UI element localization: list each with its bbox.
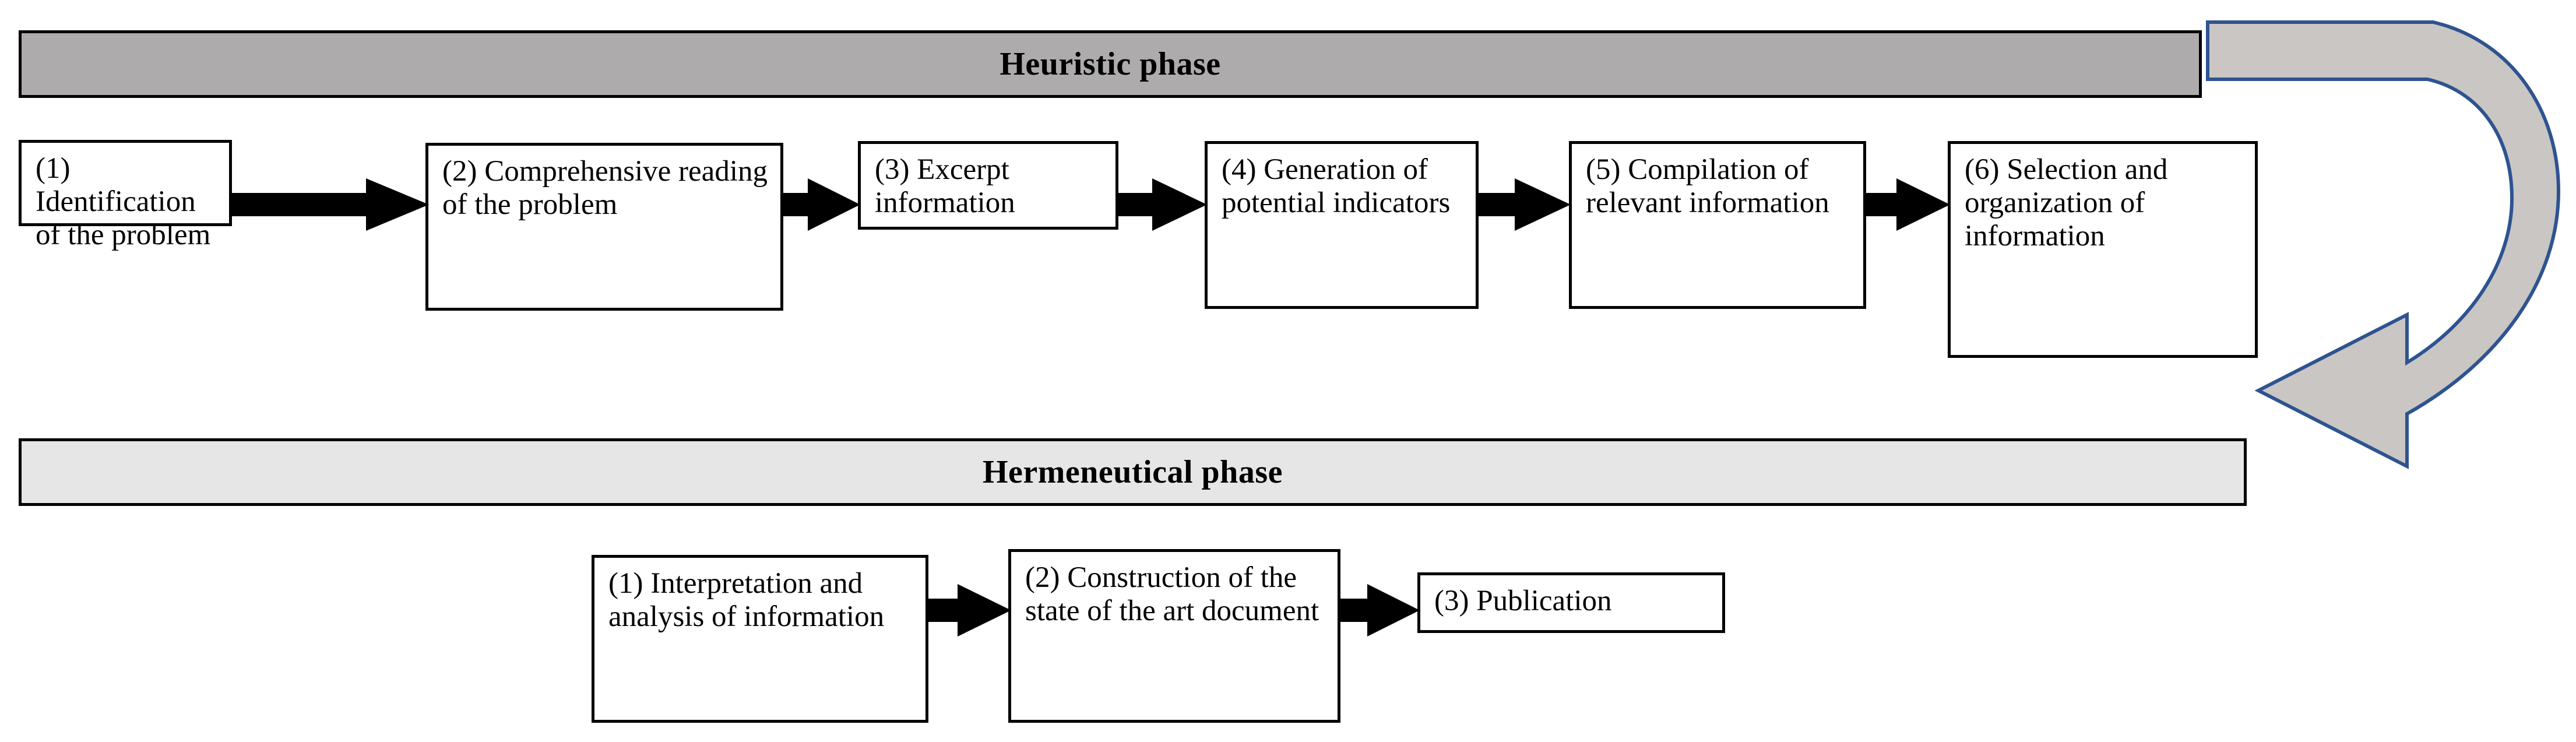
hermeneutical-step-1-label: (1) Interpretation and analysis of infor…: [608, 567, 885, 634]
arrow-step1-to-step2: [232, 178, 429, 231]
arrow-step2-to-step3: [783, 178, 860, 231]
heuristic-step-5-box[interactable]: (5) Compilation of relevant information: [1569, 141, 1866, 309]
heuristic-step-1-box[interactable]: (1) Identification of the problem: [19, 140, 232, 251]
heuristic-step-5-label: (5) Compilation of relevant information: [1586, 153, 1829, 220]
curved-return-arrow-heuristic-to-hermeneutical: [2206, 20, 2561, 469]
heuristic-step-6-label: (6) Selection and organization of inform…: [1965, 153, 2168, 253]
heuristic-step-4-label: (4) Generation of potential indicators: [1222, 153, 1451, 220]
heuristic-step-2-box[interactable]: (2) Comprehensive reading of the problem: [425, 143, 783, 311]
heuristic-step-2-label: (2) Comprehensive reading of the problem: [442, 155, 768, 221]
heuristic-step-4-box[interactable]: (4) Generation of potential indicators: [1205, 141, 1479, 309]
hermeneutical-step-2-label: (2) Construction of the state of the art…: [1025, 561, 1319, 628]
hermeneutical-phase-label: Hermeneutical phase: [983, 454, 1283, 490]
heuristic-step-3-box[interactable]: (3) Excerpt information: [858, 141, 1118, 230]
heuristic-phase-label: Heuristic phase: [1000, 46, 1221, 82]
hermeneutical-phase-banner: Hermeneutical phase: [19, 438, 2247, 506]
heuristic-step-3-label: (3) Excerpt information: [875, 153, 1015, 220]
heuristic-step-6-box[interactable]: (6) Selection and organization of inform…: [1948, 141, 2258, 358]
arrow-hstep1-to-hstep2: [928, 584, 1011, 636]
hermeneutical-step-1-box[interactable]: (1) Interpretation and analysis of infor…: [592, 555, 928, 723]
arrow-step3-to-step4: [1118, 178, 1207, 231]
arrow-hstep2-to-hstep3: [1340, 584, 1420, 636]
arrow-step4-to-step5: [1479, 178, 1571, 231]
hermeneutical-step-3-label: (3) Publication: [1434, 585, 1612, 617]
heuristic-step-1-label: (1) Identification of the problem: [36, 152, 211, 252]
hermeneutical-step-3-box[interactable]: (3) Publication: [1417, 572, 1725, 633]
hermeneutical-step-2-box[interactable]: (2) Construction of the state of the art…: [1008, 549, 1340, 723]
heuristic-phase-banner: Heuristic phase: [19, 30, 2202, 98]
arrow-step5-to-step6: [1866, 178, 1950, 231]
